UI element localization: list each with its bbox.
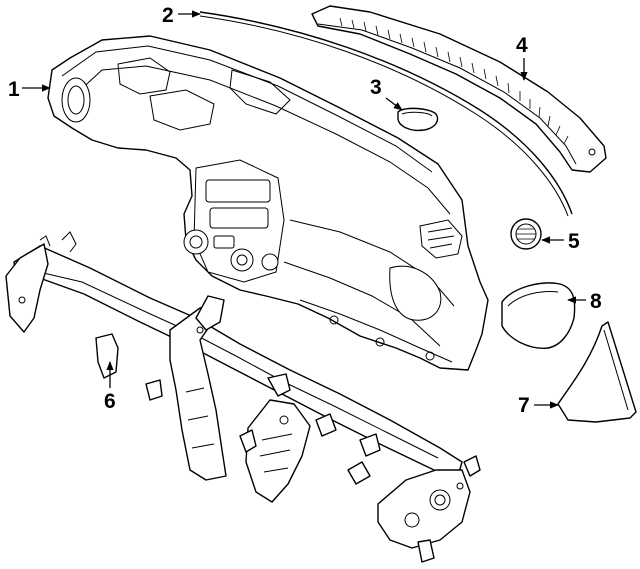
weatherstrip-part bbox=[199, 11, 573, 217]
callout-2: 2 bbox=[162, 4, 201, 27]
callout-6: 6 bbox=[104, 361, 116, 413]
side-end-cover-part-7 bbox=[557, 321, 637, 423]
callout-number-1: 1 bbox=[8, 78, 20, 101]
callout-number-7: 7 bbox=[518, 394, 530, 417]
panel-cover-part-8 bbox=[501, 282, 576, 349]
callout-3: 3 bbox=[370, 76, 403, 111]
callout-number-5: 5 bbox=[568, 230, 580, 253]
clip-part-3 bbox=[397, 107, 439, 132]
instrument-panel-part bbox=[47, 35, 489, 371]
callout-number-8: 8 bbox=[590, 290, 602, 313]
callout-1: 1 bbox=[8, 78, 51, 101]
callout-8: 8 bbox=[567, 290, 602, 313]
callout-7: 7 bbox=[518, 394, 559, 417]
callout-number-3: 3 bbox=[370, 76, 382, 99]
callout-number-4: 4 bbox=[516, 34, 528, 57]
defroster-grille-part bbox=[311, 5, 607, 173]
callout-5: 5 bbox=[541, 230, 580, 253]
cross-car-beam-part-6 bbox=[5, 231, 481, 563]
vent-grille-part-5 bbox=[510, 218, 542, 250]
callout-4: 4 bbox=[516, 34, 528, 81]
callout-number-6: 6 bbox=[104, 390, 116, 413]
callout-number-2: 2 bbox=[162, 4, 174, 27]
